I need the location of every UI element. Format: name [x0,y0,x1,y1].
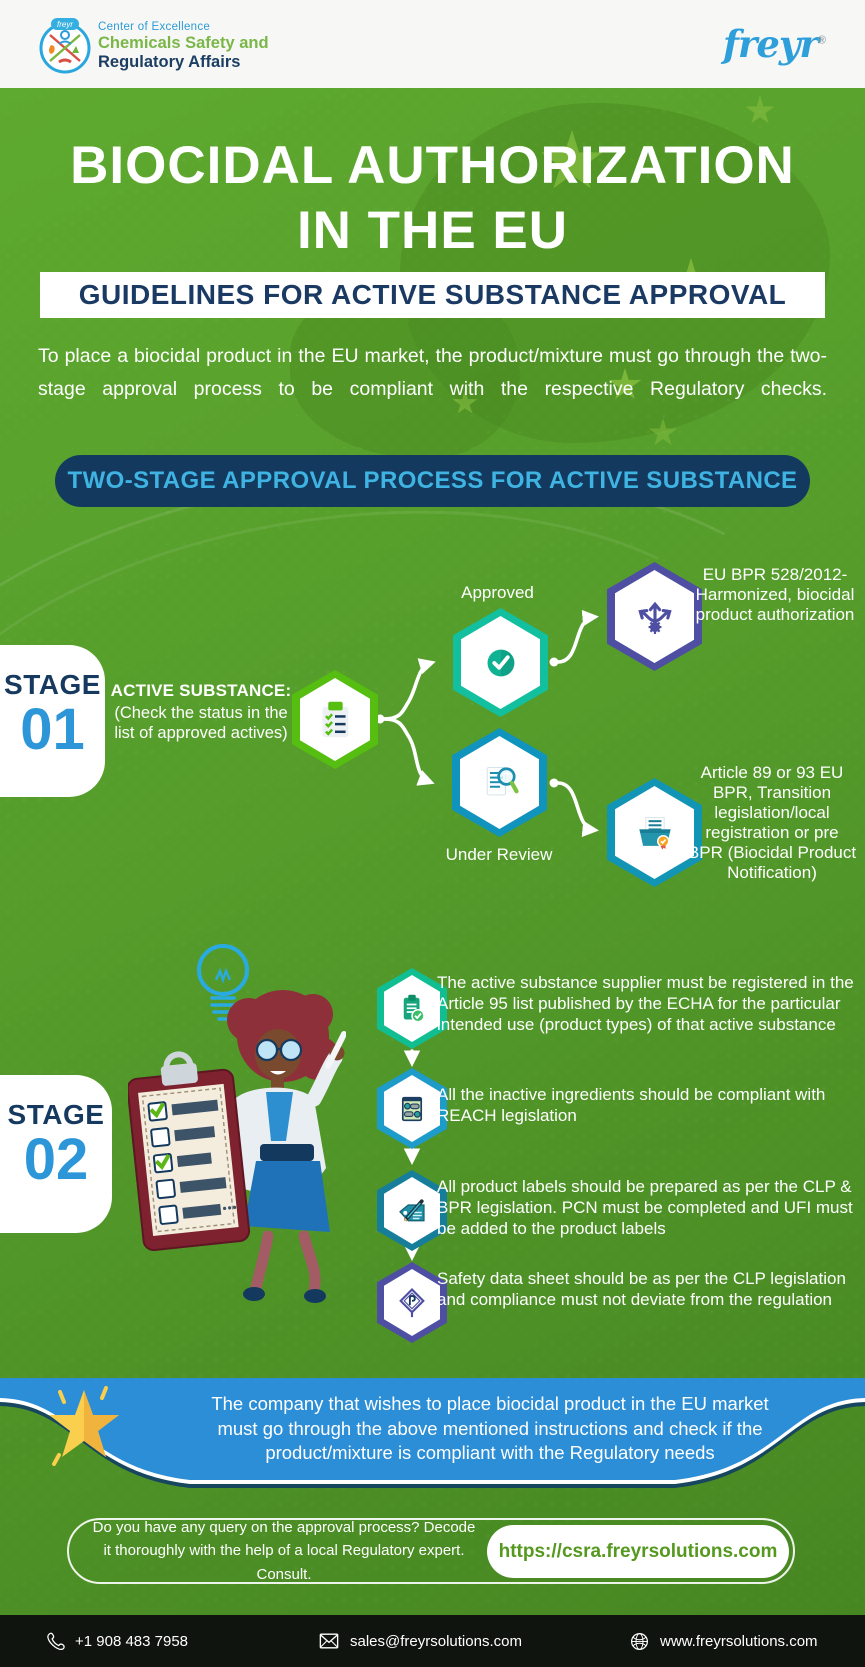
footer-phone-link[interactable]: +1 908 483 7958 [45,1615,188,1667]
header-bar: freyr Center of Excellence Chemicals Saf… [0,0,865,88]
footer-website-link[interactable]: www.freyrsolutions.com [629,1615,818,1667]
stage1-label: STAGE [4,669,101,700]
active-substance-checklist-icon [292,670,378,769]
conclusion-ribbon [0,1378,865,1488]
approved-outcome-text: EU BPR 528/2012- Harmonized, biocidal pr… [695,565,855,625]
coe-title-line1: Chemicals Safety and [98,34,269,53]
process-banner: TWO-STAGE APPROVAL PROCESS FOR ACTIVE SU… [55,455,810,507]
coe-title-line2: Regulatory Affairs [98,53,241,72]
approved-label: Approved [461,583,534,602]
under-review-label: Under Review [445,845,553,864]
active-substance-subnote: (Check the status in the list of approve… [114,704,288,743]
eu-star-icon [745,96,775,124]
cta-question: Do you have any query on the approval pr… [92,1519,476,1583]
footer-phone-text: +1 908 483 7958 [75,1632,189,1650]
stage2-label: STAGE [7,1099,105,1130]
transition-registration-icon [607,778,702,887]
stage2-item-text: Safety data sheet should be as per the C… [437,1269,846,1310]
clipboard-checklist [128,1051,251,1252]
coe-label: Center of Excellence [98,21,211,33]
stage2-number: 02 [23,1127,89,1192]
cta-pill [67,1518,795,1584]
star-icon [49,1386,119,1466]
scientist-illustration [128,944,346,1303]
phone-icon [47,1632,65,1651]
active-substance-note: ACTIVE SUBSTANCE: (Check the status in t… [108,681,294,743]
cta-url-button[interactable]: https://csra.freyrsolutions.com [487,1525,789,1578]
active-substance-title: ACTIVE SUBSTANCE: [110,681,292,700]
svg-text:freyr: freyr [57,20,73,29]
approved-check-icon [453,608,548,717]
stage2-card: STAGE 02 [0,1075,112,1233]
under-review-outcome-text: Article 89 or 93 EU BPR, Transition legi… [687,763,857,883]
harmonized-route-icon [607,562,702,671]
stage2-item-text: The active substance supplier must be re… [437,973,854,1035]
globe-icon [631,1632,648,1650]
envelope-icon [319,1633,339,1649]
stage2-item-text: All product labels should be prepared as… [437,1177,853,1239]
freyr-logo: freyr® [722,22,826,66]
page-title-line2: IN THE EU [296,201,569,260]
coe-logo: freyr [39,18,91,74]
stage1-number: 01 [20,697,85,762]
stage1-card: STAGE 01 [0,645,105,797]
footer-bar: +1 908 483 7958 sales@freyrsolutions.com… [0,1615,865,1667]
intro-paragraph: To place a biocidal product in the EU ma… [38,345,827,401]
footer-email-link[interactable]: sales@freyrsolutions.com [318,1615,522,1667]
page-title-line1: BIOCIDAL AUTHORIZATION [70,136,795,195]
footer-email-text: sales@freyrsolutions.com [350,1632,522,1650]
under-review-search-icon [452,728,547,837]
stage2-item-text: All the inactive ingredients should be c… [437,1085,826,1126]
woman-figure [227,990,346,1303]
footer-website-text: www.freyrsolutions.com [660,1632,818,1650]
conclusion-text: The company that wishes to place biocida… [211,1393,769,1464]
subtitle-banner: GUIDELINES FOR ACTIVE SUBSTANCE APPROVAL [40,272,825,318]
